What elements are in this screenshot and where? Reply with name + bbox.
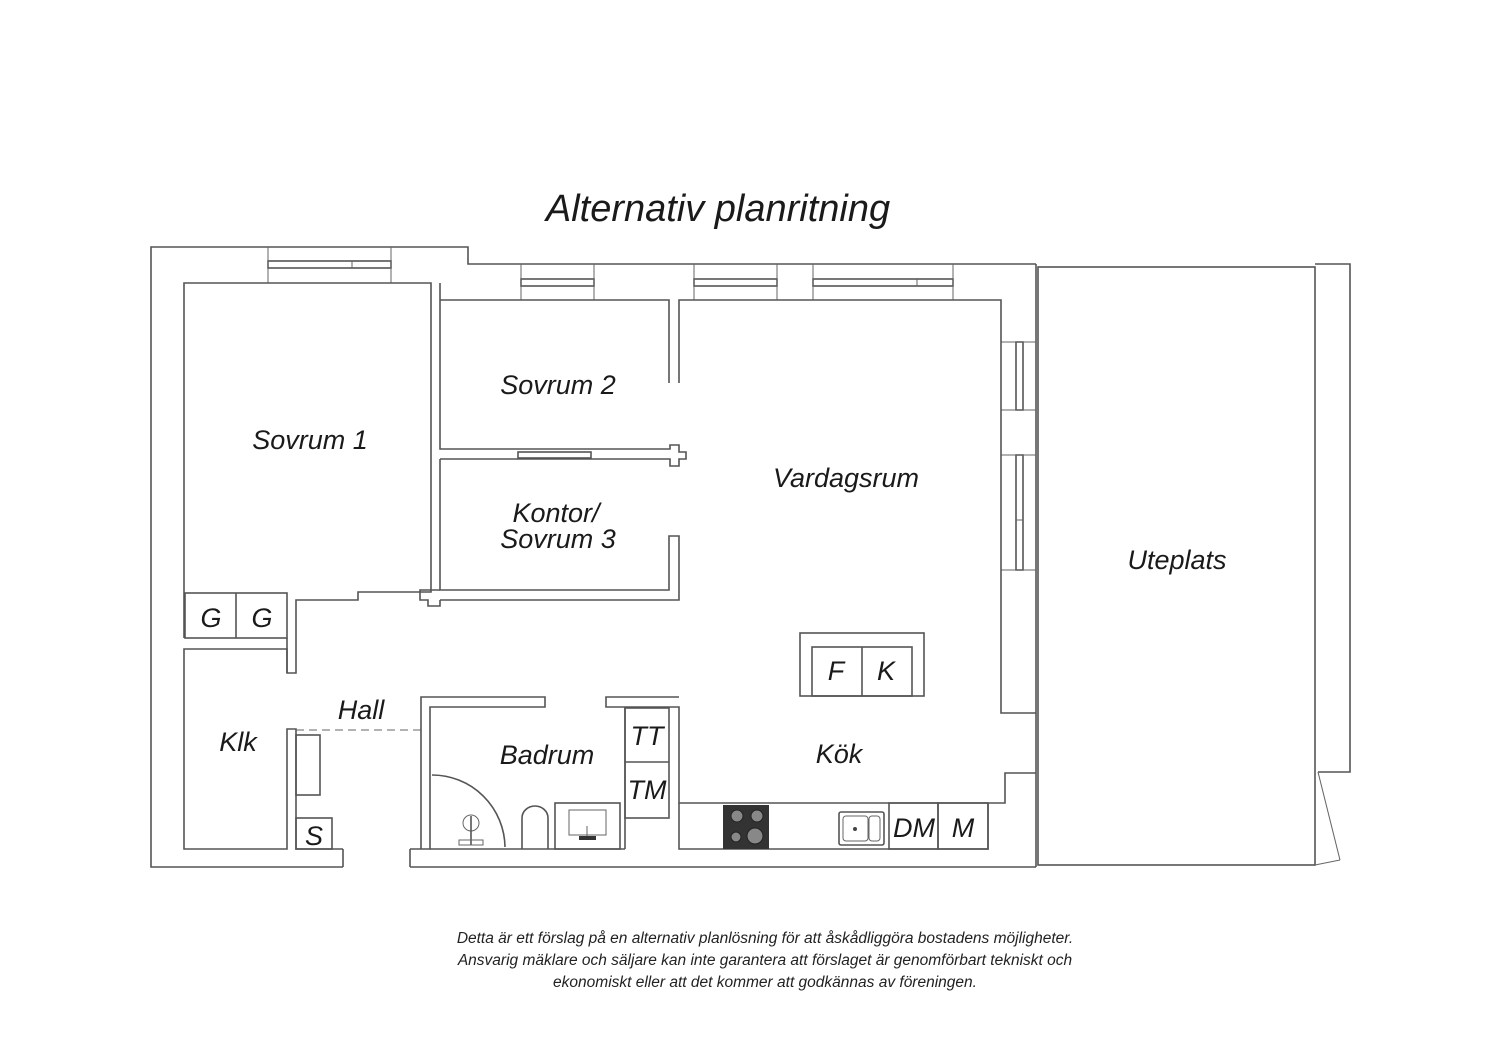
plan-title: Alternativ planritning (544, 188, 890, 230)
label-g1: G (200, 603, 221, 633)
disclaimer-line: ekonomiskt eller att det kommer att godk… (553, 974, 977, 991)
label-tt: TT (631, 721, 666, 751)
label-s: S (305, 821, 323, 851)
disclaimer-line: Detta är ett förslag på en alternativ pl… (456, 930, 1074, 947)
label-tm: TM (628, 775, 667, 805)
uteplats-area (1037, 263, 1351, 866)
s-box (295, 817, 333, 850)
shower-icon (431, 774, 506, 848)
room-badrum: Badrum (500, 740, 595, 770)
room-kontor-line2: Sovrum 3 (500, 524, 616, 554)
disclaimer: Detta är ett förslag på en alternativ pl… (0, 928, 1500, 994)
room-klk: Klk (219, 727, 258, 757)
toilet-icon (521, 805, 549, 849)
label-dm: DM (893, 813, 935, 843)
label-k: K (877, 656, 896, 686)
label-f: F (828, 656, 846, 686)
room-sovrum-1: Sovrum 1 (252, 425, 368, 455)
outer-walls (150, 246, 1037, 868)
stove-icon (723, 805, 769, 849)
windows (267, 247, 1036, 571)
kitchen-sink-icon (838, 811, 885, 846)
room-kontor-line1: Kontor/ (512, 498, 602, 528)
bathroom-sink-icon (554, 802, 621, 850)
room-uteplats: Uteplats (1127, 545, 1226, 575)
label-m: M (952, 813, 975, 843)
inner-walls (183, 282, 1036, 850)
disclaimer-line: Ansvarig mäklare och säljare kan inte ga… (457, 952, 1073, 969)
fk-island (799, 632, 925, 697)
room-hall: Hall (338, 695, 386, 725)
microwave-box (937, 802, 989, 850)
room-kok: Kök (816, 739, 864, 769)
label-g2: G (251, 603, 272, 633)
room-vardagsrum: Vardagsrum (773, 463, 919, 493)
room-sovrum-2: Sovrum 2 (500, 370, 616, 400)
